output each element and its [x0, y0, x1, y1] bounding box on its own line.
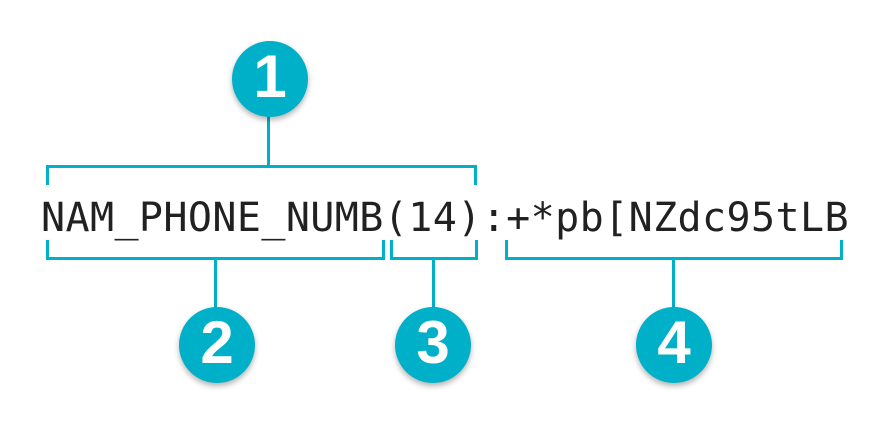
token-value-text: +*pb[NZdc95tLB — [506, 195, 849, 241]
callout-number-3: 3 — [416, 309, 450, 376]
callout-badge-3: 3 — [395, 307, 471, 383]
callout-number-1: 1 — [253, 43, 287, 110]
token-length-text: (14) — [383, 195, 482, 241]
bracket-name-and-length — [46, 165, 477, 185]
bracket-value — [505, 240, 843, 260]
token-separator-text: : — [481, 195, 507, 241]
callout-number-2: 2 — [200, 309, 234, 376]
connector-line-3 — [432, 258, 435, 310]
connector-line-2 — [214, 258, 217, 310]
token-string: NAM_PHONE_NUMB(14):+*pb[NZdc95tLB — [41, 196, 849, 240]
connector-line-1 — [267, 113, 270, 167]
callout-number-4: 4 — [657, 309, 691, 376]
connector-line-4 — [672, 258, 675, 310]
bracket-name — [46, 240, 385, 260]
callout-badge-1: 1 — [232, 41, 308, 117]
token-name-text: NAM_PHONE_NUMB — [41, 195, 384, 241]
bracket-length — [390, 240, 478, 260]
callout-badge-4: 4 — [636, 307, 712, 383]
callout-badge-2: 2 — [179, 307, 255, 383]
